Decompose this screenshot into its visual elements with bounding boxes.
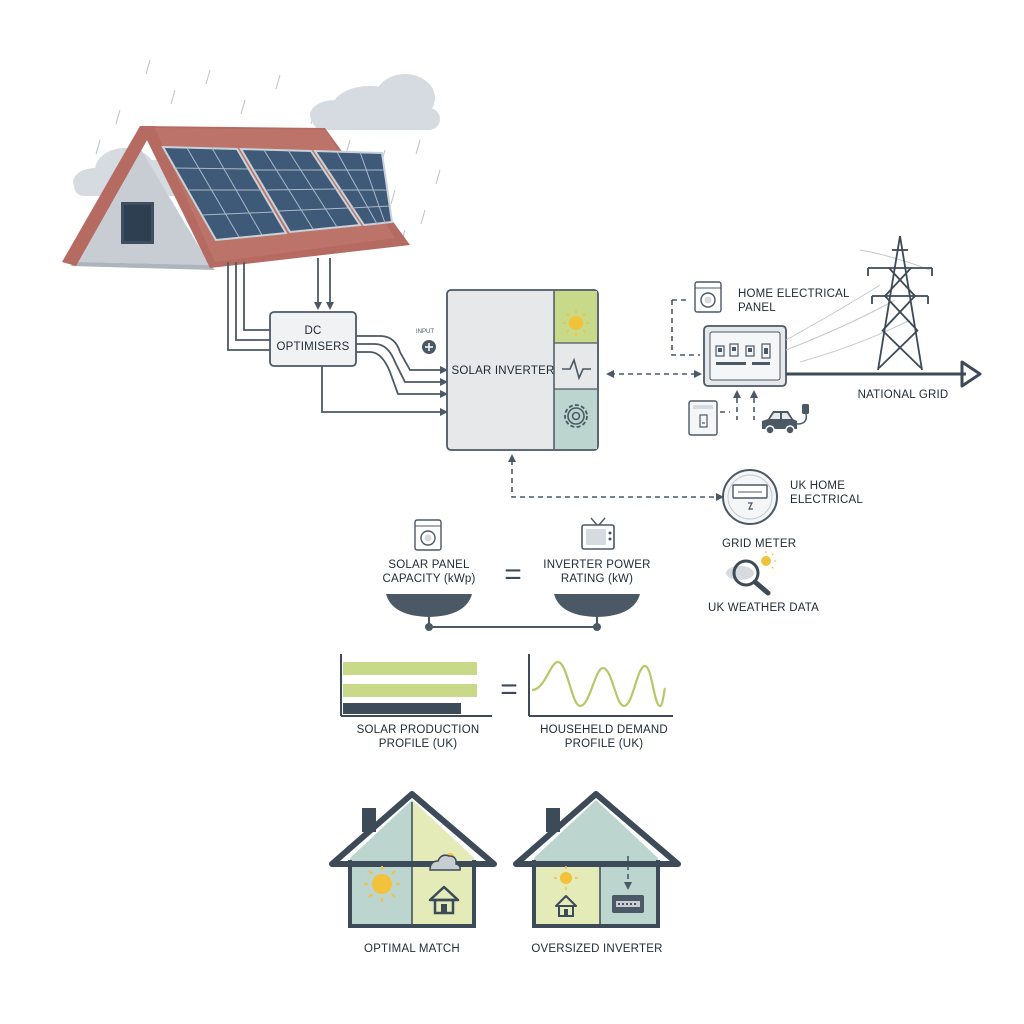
input-connector: INPUT <box>416 329 436 354</box>
dc-optimisers-label: OPTIMISERS <box>277 341 350 353</box>
home-panel-label: PANEL <box>738 302 776 314</box>
rating-label: INVERTER POWER <box>543 559 650 571</box>
demand-label: PROFILE (UK) <box>565 738 643 750</box>
home-icon <box>428 885 460 915</box>
solar-production-profile <box>340 654 492 717</box>
sun-icon <box>364 866 400 902</box>
waveform-icon <box>562 357 591 381</box>
dc-optimisers-box: DC OPTIMISERS <box>269 311 357 367</box>
uk-home-label: UK HOME <box>790 480 845 492</box>
solar-inverter: SOLAR INVERTER <box>446 289 599 451</box>
capacity-label: SOLAR PANEL <box>388 559 470 571</box>
magnifier-icon <box>726 551 776 596</box>
rating-label: RATING (kW) <box>561 573 633 585</box>
solar-inverter-label: SOLAR INVERTER <box>452 365 555 377</box>
production-label: SOLAR PRODUCTION <box>357 724 480 736</box>
meter-icon <box>722 469 778 525</box>
sun-icon <box>563 310 589 336</box>
input-label: INPUT <box>416 329 434 335</box>
inverter-icon <box>612 895 644 913</box>
oversized-inverter-label: OVERSIZED INVERTER <box>531 943 662 955</box>
uk-home-label: ELECTRICAL <box>790 494 863 506</box>
dc-optimisers-label: DC <box>304 325 321 337</box>
appliance-icon <box>688 400 718 436</box>
house-oversized-inverter <box>513 791 681 928</box>
grid-meter-label: GRID METER <box>722 538 796 550</box>
gear-icon <box>564 404 588 428</box>
car-icon <box>762 411 797 435</box>
tv-icon <box>581 517 615 550</box>
pylon-icon <box>867 235 933 371</box>
dc-wires <box>227 258 448 416</box>
washing-machine-icon <box>414 519 442 551</box>
production-label: PROFILE (UK) <box>379 738 457 750</box>
equals-sign: = <box>504 558 522 591</box>
household-demand-profile <box>528 654 673 717</box>
sun-icon <box>554 866 578 890</box>
cloud-icon <box>429 853 461 871</box>
home-electrical-panel <box>703 325 787 387</box>
plug-icon <box>796 404 809 425</box>
capacity-label: CAPACITY (kWp) <box>382 573 475 585</box>
balance-scale <box>386 594 640 631</box>
solar-panel <box>161 145 394 242</box>
national-grid-label: NATIONAL GRID <box>858 389 949 401</box>
demand-label: HOUSEHELD DEMAND <box>540 724 668 736</box>
optimal-match-label: OPTIMAL MATCH <box>364 943 460 955</box>
equals-sign: = <box>500 673 518 706</box>
home-icon <box>555 895 577 917</box>
weather-label: UK WEATHER DATA <box>708 602 819 614</box>
house-optimal-match <box>329 791 497 928</box>
home-panel-label: HOME ELECTRICAL <box>738 288 850 300</box>
house-with-solar-roof <box>62 126 410 270</box>
washing-machine-icon <box>694 281 722 313</box>
cloud-icon <box>310 74 440 130</box>
